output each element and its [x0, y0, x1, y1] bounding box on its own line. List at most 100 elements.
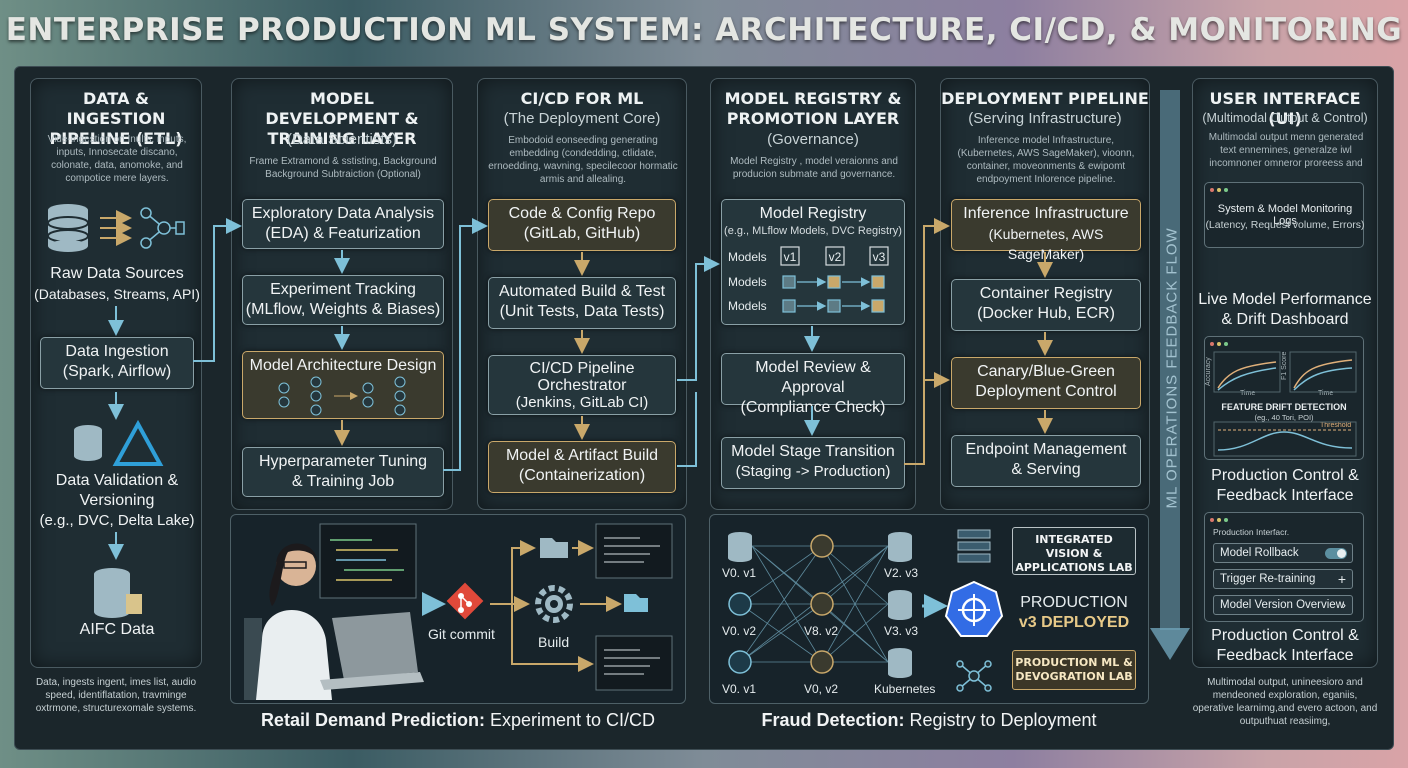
raw-sources-sub: (Databases, Streams, API): [34, 286, 200, 302]
retail-caption-bold: Retail Demand Prediction:: [260, 710, 485, 730]
drift-dashboard-panel[interactable]: [1204, 336, 1364, 460]
perf-label: Live Model Performance: [1198, 291, 1372, 308]
control-label-2: Feedback Interface: [1216, 487, 1354, 504]
container-registry-box[interactable]: Container Registry (Docker Hub, ECR): [951, 279, 1141, 331]
build-label: Automated Build & Test: [498, 283, 666, 300]
toggle-knob-icon: [1337, 549, 1346, 558]
retrain-label: Trigger Re-training: [1220, 573, 1316, 585]
repo-label-2: (GitLab, GitHub): [523, 225, 641, 242]
time-axis-2: Time: [1318, 390, 1334, 397]
deploy-subheading: (Serving Infrastructure): [968, 110, 1122, 127]
model-rollback-row[interactable]: Model Rollback: [1213, 543, 1353, 563]
models-row-1-label: Models: [728, 250, 767, 264]
canary-label-2: Deployment Control: [975, 383, 1117, 400]
registry-subheading: (Governance): [767, 131, 859, 148]
build-label-scenario: Build: [538, 634, 570, 650]
version-overview-row[interactable]: Model Version Overview ›: [1213, 595, 1353, 615]
infra-label-2: (Kubernetes, AWS SageMaker): [988, 226, 1104, 262]
trigger-retraining-row[interactable]: Trigger Re-training +: [1213, 569, 1353, 589]
stage-label: Model Stage Transition: [731, 443, 895, 460]
etl-description: Vide-ingestion on Inults, inputs, inputs…: [47, 134, 187, 184]
etl-heading: DATA & INGESTION PIPELINE (ETL): [49, 89, 183, 148]
architecture-label: Model Architecture Design: [249, 357, 437, 374]
time-axis-1: Time: [1240, 390, 1256, 397]
endpoint-box[interactable]: Endpoint Management & Serving: [951, 435, 1141, 487]
inference-infra-box[interactable]: Inference Infrastructure (Kubernetes, AW…: [951, 199, 1141, 262]
ui-heading: USER INTERFACE (UI): [1209, 89, 1361, 128]
fraud-v33: V3. v3: [884, 624, 919, 638]
code-repo-box[interactable]: Code & Config Repo (GitLab, GitHub): [488, 199, 676, 251]
repo-label: Code & Config Repo: [508, 205, 656, 222]
review-label-2: (Compliance Check): [740, 399, 886, 416]
automated-build-box[interactable]: Automated Build & Test (Unit Tests, Data…: [488, 277, 676, 329]
endpoint-label-2: & Serving: [1011, 461, 1081, 478]
registry-label: Model Registry: [759, 205, 867, 222]
eda-label: Exploratory Data Analysis: [251, 205, 435, 222]
aifc-data-label: AIFC Data: [79, 621, 155, 638]
retail-scenario-caption: Retail Demand Prediction: Experiment to …: [230, 710, 686, 731]
review-label: Model Review & Approval: [755, 359, 871, 396]
ui-description: Multimodal output menn generated text en…: [1208, 132, 1364, 169]
data-ingestion-box[interactable]: Data Ingestion (Spark, Airflow): [40, 337, 194, 389]
build-label-2: (Unit Tests, Data Tests): [499, 303, 665, 320]
dev-subheading: (Data Scientists): [286, 131, 398, 148]
pipe-label-3: (Jenkins, GitLab CI): [515, 394, 649, 411]
ui-subheading: (Multimodal Output & Control): [1202, 111, 1368, 125]
artifact-build-box[interactable]: Model & Artifact Build (Containerization…: [488, 441, 676, 493]
model-architecture-box[interactable]: Model Architecture Design: [242, 351, 444, 419]
stage-transition-box[interactable]: Model Stage Transition (Staging -> Produ…: [721, 437, 905, 489]
dev-description: Frame Extramond & sstisting, Background …: [249, 156, 437, 180]
devogration-lab-tag: PRODUCTION ML & DEVOGRATION LAB: [1012, 650, 1136, 690]
registry-label-2: (e.g., MLflow Models, DVC Registry): [724, 225, 902, 237]
pipe-label-2: Orchestrator: [537, 377, 627, 394]
data-ingestion-sub: (Spark, Airflow): [62, 363, 172, 380]
git-commit-label: Git commit: [428, 626, 495, 642]
raw-sources-label: Raw Data Sources: [50, 265, 184, 282]
hyperparameter-box[interactable]: Hyperparameter Tuning & Training Job: [242, 447, 444, 497]
models-row-3-label: Models: [728, 299, 767, 313]
production-label: PRODUCTION: [1020, 594, 1128, 611]
hyper-label: Hyperparameter Tuning: [258, 453, 428, 470]
plus-icon: +: [1337, 571, 1346, 587]
artifact-label: Model & Artifact Build: [505, 447, 659, 464]
experiment-tracking-box[interactable]: Experiment Tracking (MLflow, Weights & B…: [242, 275, 444, 325]
page-title: ENTERPRISE PRODUCTION ML SYSTEM: ARCHITE…: [5, 12, 1403, 48]
retail-caption-rest: Experiment to CI/CD: [484, 710, 656, 730]
stage-label-2: (Staging -> Production): [735, 463, 891, 480]
data-ingestion-label: Data Ingestion: [65, 343, 169, 360]
threshold-label: Threshold: [1320, 422, 1352, 429]
deploy-description: Inference model Infrastructure, (Kuberne…: [957, 135, 1135, 185]
model-review-box[interactable]: Model Review & Approval (Compliance Chec…: [721, 353, 905, 416]
control-label: Production Control &: [1211, 467, 1359, 484]
tracking-label-2: (MLflow, Weights & Biases): [245, 301, 441, 318]
fraud-v82: V8. v2: [804, 624, 839, 638]
registry-description: Model Registry , model veraionns and pro…: [730, 156, 898, 180]
rollback-toggle[interactable]: [1325, 548, 1347, 559]
validation-label: Data Validation &: [55, 472, 179, 489]
fraud-v01: V0. v1: [722, 566, 757, 580]
control-label-b: Production Control &: [1211, 627, 1359, 644]
monitoring-logs-panel[interactable]: System & Model Monitoring Logs (Latency,…: [1204, 182, 1365, 248]
etl-footnote: Data, ingests ingent, imes list, audio s…: [35, 677, 197, 714]
cicd-description: Embodoid eonseeding generating embedding…: [488, 135, 678, 185]
pipeline-orchestrator-box[interactable]: CI/CD Pipeline Orchestrator (Jenkins, Gi…: [488, 355, 676, 415]
control-label-b2: Feedback Interface: [1216, 647, 1354, 664]
eda-box[interactable]: Exploratory Data Analysis (EDA) & Featur…: [242, 199, 444, 249]
cicd-subheading: (The Deployment Core): [503, 110, 661, 127]
diagram-board: [14, 66, 1394, 750]
container-label: Container Registry: [979, 285, 1113, 302]
fraud-scenario-caption: Fraud Detection: Registry to Deployment: [709, 710, 1149, 731]
canary-label: Canary/Blue-Green: [977, 363, 1115, 380]
fraud-v02a: V0. v2: [722, 624, 757, 638]
infra-label: Inference Infrastructure: [963, 205, 1129, 222]
column-deploy: DEPLOYMENT PIPELINE (Serving Infrastruct…: [940, 78, 1150, 510]
models-row-2-label: Models: [728, 275, 767, 289]
canary-box[interactable]: Canary/Blue-Green Deployment Control: [951, 357, 1141, 409]
drift-sub: (eg., 40 Tori, POI): [1254, 413, 1314, 422]
eda-label-2: (EDA) & Featurization: [265, 225, 421, 242]
registry-heading: MODEL REGISTRY & PROMOTION LAYER: [724, 89, 902, 128]
pipe-label: CI/CD Pipeline: [529, 360, 635, 377]
control-panel-heading: Production Interfacr.: [1213, 527, 1290, 537]
fraud-caption-bold: Fraud Detection:: [761, 710, 905, 730]
fraud-v02b: V0, v2: [804, 682, 839, 696]
